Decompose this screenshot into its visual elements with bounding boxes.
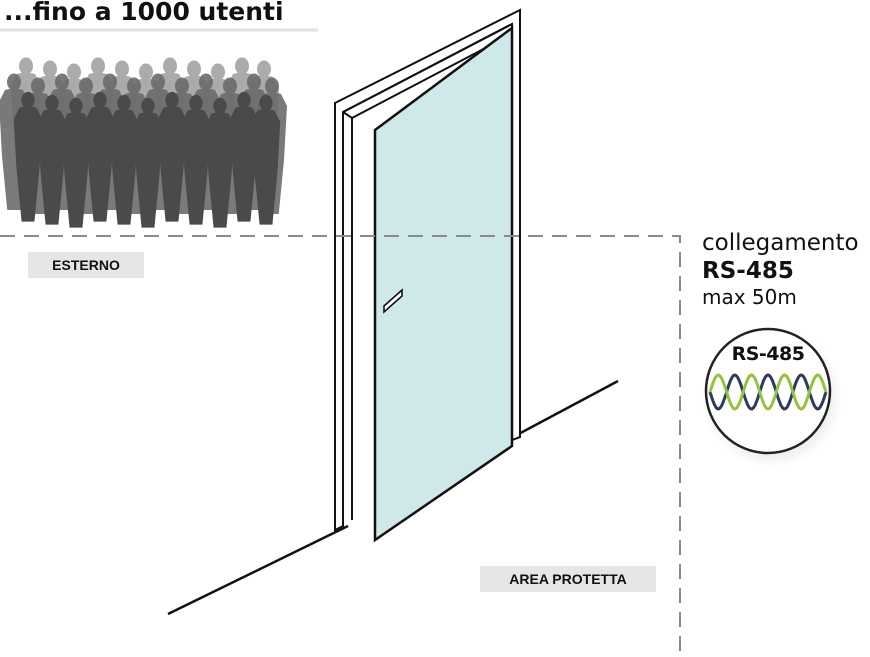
door-handle-icon — [383, 288, 403, 314]
person-silhouette — [109, 94, 139, 225]
connection-info: collegamento RS-485 max 50m — [702, 228, 859, 310]
person-silhouette — [85, 91, 115, 222]
person-silhouette — [229, 91, 259, 222]
cable-wire — [708, 373, 828, 411]
cable-wire — [708, 373, 828, 411]
rs485-badge — [704, 327, 832, 455]
person-silhouette — [37, 94, 67, 225]
person-silhouette — [133, 97, 163, 228]
person-silhouette — [251, 94, 281, 225]
person-silhouette — [13, 91, 43, 222]
person-silhouette — [181, 94, 211, 225]
crowd-icon — [0, 57, 287, 228]
badge-label: RS-485 — [731, 343, 805, 365]
twisted-pair-cable-icon — [708, 373, 828, 411]
person-silhouette — [61, 97, 91, 228]
connection-line2: RS-485 — [702, 258, 794, 284]
label-esterno: ESTERNO — [28, 252, 144, 278]
connection-line3: max 50m — [702, 285, 797, 309]
floor-line-right — [512, 379, 619, 439]
door-leaf — [373, 25, 514, 543]
person-silhouette — [205, 97, 235, 228]
boundary-dashed-line — [0, 235, 681, 657]
page-title: ...fino a 1000 utenti — [4, 0, 284, 26]
floor-line-left — [167, 524, 349, 616]
label-area-protetta: AREA PROTETTA — [480, 566, 656, 592]
door-frame-inner-top — [342, 23, 513, 113]
connection-line1: collegamento — [702, 230, 859, 256]
person-silhouette — [157, 91, 187, 222]
door-jamb-top — [342, 33, 513, 120]
